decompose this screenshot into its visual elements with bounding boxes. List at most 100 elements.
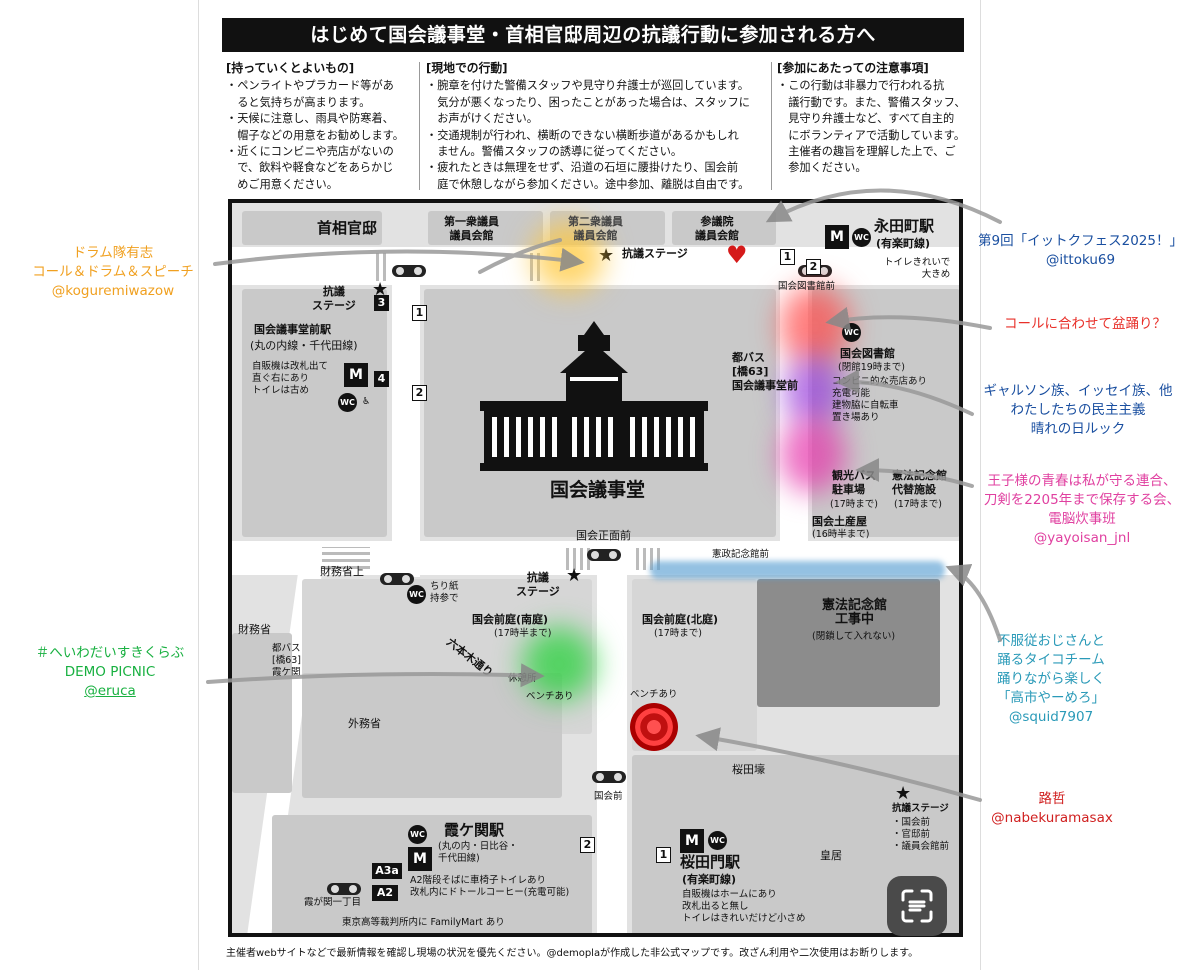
label-minami-hours: (17時半まで) xyxy=(494,628,552,639)
label-zaimusho: 財務省 xyxy=(238,623,271,636)
annotation-ittoku: 第9回「イットクフェス2025！」 @ittoku69 xyxy=(968,232,1193,270)
info-line: 庭で休憩しながら参加ください。途中参加、離脱は自由です。 xyxy=(426,177,750,191)
annotation-text: ギャルソン族、イッセイ族、他 xyxy=(983,383,1173,399)
label-sakuradamon: 桜田門駅 xyxy=(680,853,741,871)
wc-icon: WC xyxy=(408,825,427,844)
info-lines-onsite: ・腕章を付けた警備スタッフや見守り弁護士が巡回しています。 気分が悪くなったり、… xyxy=(426,78,766,193)
info-line: 参加ください。 xyxy=(777,161,867,175)
label-sangiin: 参議院 議員会館 xyxy=(695,215,739,242)
legend-items: ・国会前 ・官邸前 ・議員会館前 xyxy=(892,817,950,852)
star-icon: ★ xyxy=(566,565,583,586)
info-line: ません。警備スタッフの誘導に従ってください。 xyxy=(426,145,683,159)
annotation-heiwa: ＃へいわだいすきくらぶ DEMO PICNIC @eruca xyxy=(10,644,210,701)
metro-icon: M xyxy=(825,225,849,249)
metro-icon: M xyxy=(680,829,704,853)
label-tissue: ちり紙 持参で xyxy=(430,581,459,604)
label-nagatacho-toilet: トイレきれいで 大きめ xyxy=(884,257,951,280)
label-bench: ベンチあり xyxy=(526,691,574,702)
glow-gal xyxy=(784,355,844,427)
page-title: はじめて国会議事堂・首相官邸周辺の抗議行動に参加される方へ xyxy=(222,18,964,52)
label-toshokan: 国会図書館 xyxy=(840,347,895,360)
road-left xyxy=(392,247,420,577)
glow-taiko xyxy=(650,561,945,579)
crosswalk xyxy=(562,548,592,570)
annotation-text: ＃へいわだいすきくらぶ xyxy=(35,645,185,661)
annotation-text: 路哲 xyxy=(1038,791,1066,807)
annotation-text: @yayoisan_jnl xyxy=(1033,530,1131,546)
annotation-text: 第9回「イットクフェス2025！」 xyxy=(978,233,1183,249)
block-kokkai-st xyxy=(242,289,387,537)
info-line: にボランティアで活動しています。 xyxy=(777,128,966,142)
label-kensei-mae: 憲政記念館前 xyxy=(712,549,770,560)
annotation-text: 不服従おじさんと xyxy=(997,633,1105,649)
label-kenpo-koji: 憲法記念館 工事中 xyxy=(822,598,888,627)
star-icon: ★ xyxy=(372,279,389,300)
annotation-drum: ドラム隊有志 コール＆ドラム＆スピーチ @koguremiwazow xyxy=(8,244,218,301)
label-toei-bus: 都バス [橋63] 国会議事堂前 xyxy=(732,351,798,392)
info-line: めご用意ください。 xyxy=(226,177,338,191)
label-kita-hours: (17時まで) xyxy=(654,628,703,639)
annotation-text: 「高市やーめろ」 xyxy=(997,690,1105,706)
exit-number: 4 xyxy=(374,371,389,387)
label-nagatacho: 永田町駅 xyxy=(874,217,935,235)
annotation-text: 晴れの日ルック xyxy=(1030,421,1126,437)
road-center xyxy=(597,541,627,933)
exit-number: 3 xyxy=(374,295,389,311)
gijido-building-icon xyxy=(480,321,708,471)
exit-number: 2 xyxy=(412,385,427,401)
info-line: 主催者の趣旨を理解した上で、ご xyxy=(777,145,956,159)
star-icon: ★ xyxy=(895,783,912,804)
annotation-text: DEMO PICNIC xyxy=(64,664,156,680)
info-line: ると気持ちが高まります。 xyxy=(226,95,371,109)
annotation-text: @eruca xyxy=(84,683,136,699)
traffic-signal xyxy=(592,771,626,783)
block-zaimusho xyxy=(232,633,292,793)
label-gaimusho: 外務省 xyxy=(348,717,381,730)
wc-icon: WC xyxy=(852,228,871,247)
info-line: ・疲れたときは無理をせず、沿道の石垣に腰掛けたり、国会前 xyxy=(426,161,739,175)
heart-icon: ♥ xyxy=(726,241,748,269)
block-kasumigaseki xyxy=(272,815,592,933)
label-kokkai-mae: 国会前 xyxy=(594,791,623,802)
info-heading-notes: [参加にあたっての注意事項] xyxy=(777,61,929,75)
annotation-text: 踊るタイコチーム xyxy=(997,652,1105,668)
label-shugiin2: 第二衆議員 議員会館 xyxy=(568,215,623,242)
glow-oji xyxy=(780,417,846,493)
info-lines-notes: ・この行動は非暴力で行われる抗 議行動です。また、警備スタッフ、 見守り弁護士な… xyxy=(777,78,967,176)
wc-icon: WC xyxy=(338,393,357,412)
info-line: ・この行動は非暴力で行われる抗 xyxy=(777,79,945,93)
label-nagatacho-line: (有楽町線) xyxy=(876,237,931,250)
annotation-text: 踊りながら楽しく xyxy=(997,671,1105,687)
info-column-notes: [参加にあたっての注意事項] ・この行動は非暴力で行われる抗 議行動です。また、… xyxy=(777,60,967,177)
wc-icon: WC xyxy=(708,831,727,850)
exit-number: A2 xyxy=(372,885,398,901)
label-toshokan-note: コンビニ的な売店あり 充電可能 建物脇に自転車 置き場あり xyxy=(832,376,928,423)
label-gijido: 国会議事堂 xyxy=(550,479,646,501)
legend-title: 抗議ステージ xyxy=(892,803,949,814)
info-line: ・交通規制が行われ、横断のできない横断歩道があるかもしれ xyxy=(426,128,739,142)
label-kokkai-mae-lines: (丸の内線・千代田線) xyxy=(250,339,358,352)
annotation-text: コールに合わせて盆踊り？ xyxy=(1004,316,1166,332)
annotation-text: @nabekuramasax xyxy=(991,810,1113,826)
footer-note: 主催者webサイトなどで最新情報を確認し現場の状況を優先ください。@demopl… xyxy=(226,948,919,959)
annotation-text: ドラム隊有志 xyxy=(72,245,154,261)
annotation-text: @koguremiwazow xyxy=(51,283,175,299)
info-line: ・ペンライトやプラカード等があ xyxy=(226,79,394,93)
scan-button[interactable] xyxy=(887,876,947,936)
traffic-signal xyxy=(380,573,414,585)
block-shugiin1 xyxy=(428,211,543,245)
metro-icon: M xyxy=(408,847,432,871)
label-kasumigaseki-1: 霞が関一丁目 xyxy=(304,897,362,908)
metro-icon: M xyxy=(344,363,368,387)
label-kokkai-dosan: 国会土産屋 xyxy=(812,515,867,528)
annotation-text: @squid7907 xyxy=(1008,709,1094,725)
block-sangiin xyxy=(672,211,776,245)
info-line: 気分が悪くなったり、困ったことがあった場合は、スタッフに xyxy=(426,95,750,109)
label-bench2: ベンチあり xyxy=(630,689,678,700)
label-kasumigaseki-note: A2階段そばに車椅子トイレあり 改札内にドトールコーヒー(充電可能) xyxy=(410,875,570,898)
block-gaimusho xyxy=(302,673,562,798)
label-kogi-stage-center: 抗議 ステージ xyxy=(516,571,560,598)
label-kita: 国会前庭(北庭) xyxy=(642,613,719,626)
crosswalk xyxy=(322,547,370,573)
